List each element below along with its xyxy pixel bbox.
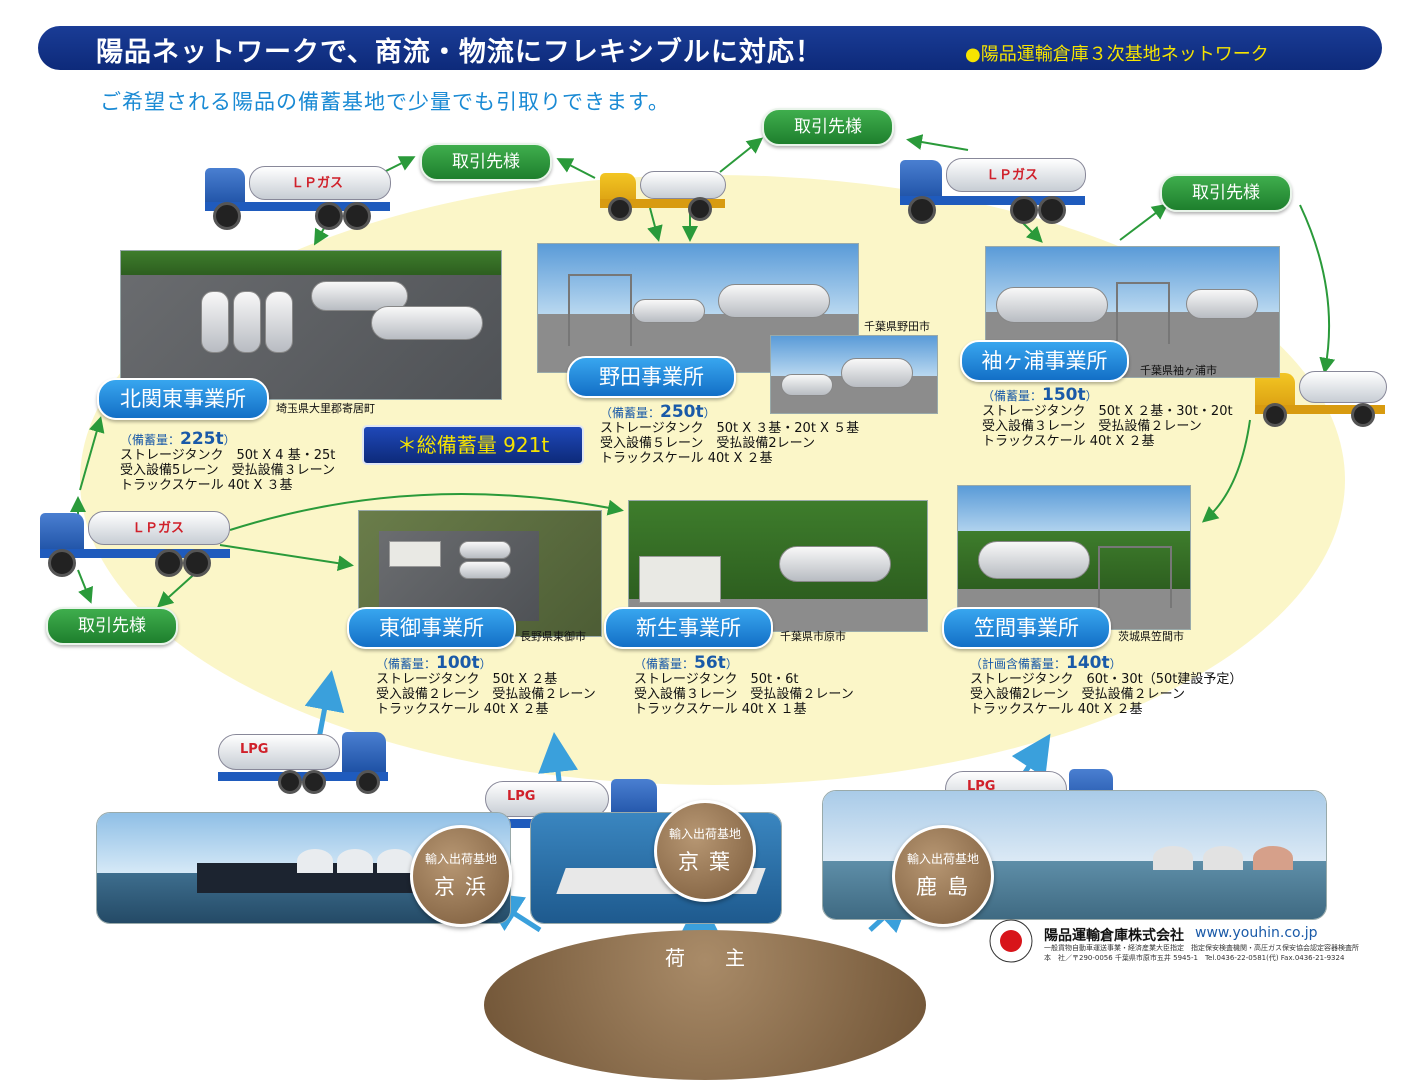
footer-note: 一般貨物自動車運送事業・経済産業大臣指定 指定保安検査機関・高圧ガス保安協会認定… — [1044, 944, 1359, 952]
company-name: 陽品運輸倉庫株式会社 — [1044, 928, 1184, 944]
client-badge: 取引先様 — [46, 607, 178, 645]
client-badge: 取引先様 — [420, 143, 552, 181]
office-label-shinsei: 新生事業所 — [604, 607, 773, 649]
lp-gas-truck: ＬＰガス — [205, 160, 391, 230]
office-location: 長野県東御市 — [520, 630, 586, 643]
client-badge: 取引先様 — [762, 108, 894, 146]
office-label-noda: 野田事業所 — [567, 356, 736, 398]
kitakanto-photo — [120, 250, 502, 400]
office-label-kitakanto: 北関東事業所 — [97, 378, 269, 420]
office-label-sodegaura: 袖ヶ浦事業所 — [960, 340, 1129, 382]
shipper-label: 荷主 — [665, 946, 785, 970]
total-storage-badge: ＊総備蓄量 921t — [362, 425, 584, 465]
page-subtitle: ●陽品運輸倉庫３次基地ネットワーク — [965, 44, 1269, 65]
shinsei-photo — [628, 500, 928, 632]
office-location: 千葉県袖ヶ浦市 — [1140, 364, 1217, 377]
office-label-tomi: 東御事業所 — [347, 607, 516, 649]
company-url[interactable]: www.youhin.co.jp — [1195, 925, 1318, 941]
company-logo-icon — [989, 919, 1033, 963]
header-bar — [38, 26, 1382, 70]
lp-gas-truck: ＬＰガス — [40, 505, 230, 577]
office-info-kasama: （計画含備蓄量：140t） ストレージタンク 60t・30t（50t建設予定）受… — [970, 653, 1243, 718]
noda-photo-inset — [770, 335, 938, 414]
lp-gas-truck: ＬＰガス — [900, 152, 1086, 224]
office-label-kasama: 笠間事業所 — [942, 607, 1111, 649]
base-keiyo: 輸入出荷基地京葉 — [654, 800, 756, 902]
client-badge: 取引先様 — [1160, 174, 1292, 212]
office-location: 埼玉県大里郡寄居町 — [276, 402, 375, 415]
office-info-noda: （備蓄量：250t） ストレージタンク 50t X ３基・20t X ５基受入設… — [600, 402, 860, 467]
office-location: 茨城県笠間市 — [1118, 630, 1184, 643]
lp-gas-truck — [1255, 365, 1387, 427]
lead-text: ご希望される陽品の備蓄基地で少量でも引取りできます。 — [100, 90, 670, 114]
lp-gas-truck — [600, 165, 726, 221]
page-title: 陽品ネットワークで、商流・物流にフレキシブルに対応！ — [96, 37, 823, 68]
office-location: 千葉県市原市 — [780, 630, 846, 643]
base-keihin: 輸入出荷基地京浜 — [410, 825, 512, 927]
lpg-tanker: LPG — [218, 728, 388, 794]
base-kashima: 輸入出荷基地鹿島 — [892, 825, 994, 927]
office-info-tomi: （備蓄量：100t） ストレージタンク 50t X ２基受入設備２レーン 受払設… — [376, 653, 596, 718]
office-location: 千葉県野田市 — [864, 320, 930, 333]
footer-address: 本 社／〒290-0056 千葉県市原市五井 5945-1 Tel.0436-2… — [1044, 954, 1345, 962]
